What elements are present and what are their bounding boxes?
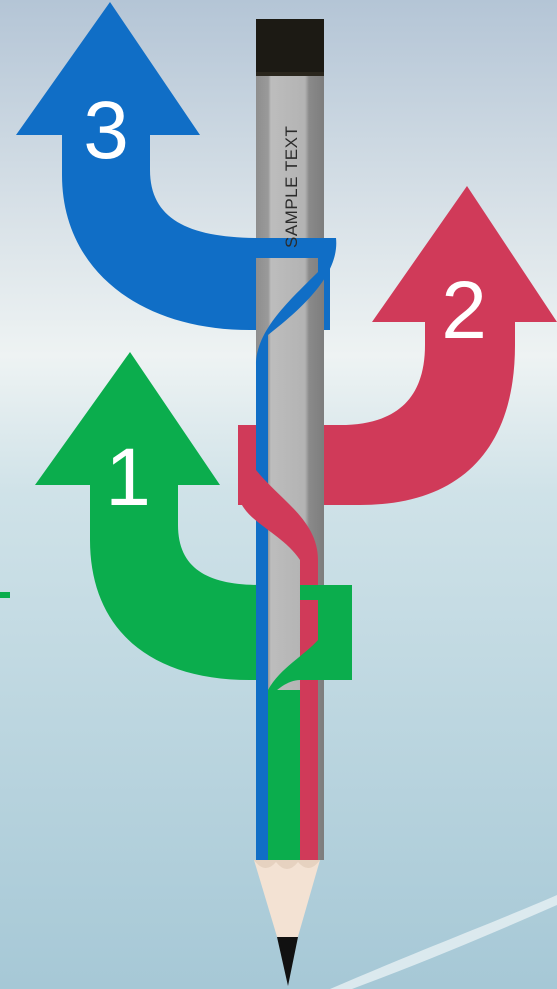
pencil-stripe-green (268, 690, 300, 862)
pencil-tip-scallop (254, 860, 320, 869)
pencil-eraser (256, 19, 324, 75)
left-edge-marker (0, 592, 10, 598)
arrow-1-number: 1 (105, 432, 151, 523)
pencil-stripe-blue (256, 365, 268, 862)
arrow-3-number: 3 (83, 85, 129, 176)
pencil-stripe-red (300, 600, 318, 862)
pencil-label: SAMPLE TEXT (282, 126, 301, 248)
arrow-2-number: 2 (441, 265, 487, 356)
pencil-ferrule-line (256, 72, 324, 76)
